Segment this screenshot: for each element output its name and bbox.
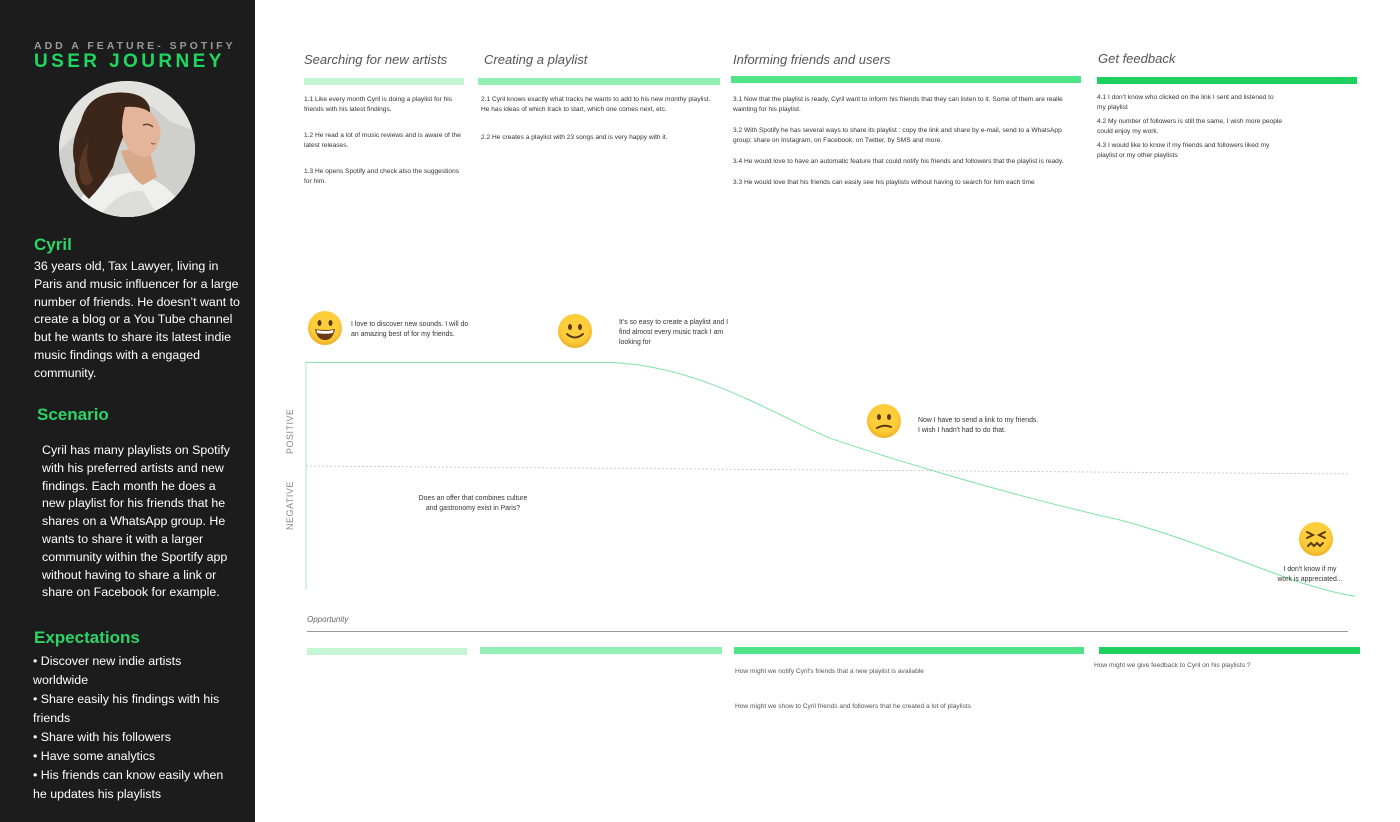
phase-title-searching: Searching for new artists — [304, 52, 448, 67]
emotion-text-1: I love to discover new sounds. I will do… — [351, 321, 469, 338]
phase-note: 2.1 Cyril knows exactly what tracks he w… — [481, 96, 711, 113]
phase-notes-creating: 2.1 Cyril knows exactly what tracks he w… — [481, 95, 717, 154]
phase-note: 4.2 My number of followers is still the … — [1097, 118, 1283, 135]
opportunity-bar-informing — [734, 647, 1084, 654]
header-kicker: ADD A FEATURE- SPOTIFY — [34, 40, 236, 52]
opportunity-label: Opportunity — [307, 615, 349, 624]
list-item: • Share with his followers — [33, 730, 171, 744]
expectations-list: • Discover new indie artists worldwide •… — [33, 652, 238, 804]
phase-notes-feedback: 4.1 I don’t know who clicked on the link… — [1097, 93, 1283, 172]
phase-note: 3.3 He would love that his friends can e… — [733, 179, 1035, 186]
phase-title-creating: Creating a playlist — [484, 52, 588, 67]
phase-note: 3.1 Now that the playlist is ready, Cyri… — [733, 96, 1063, 113]
persona-bio: 36 years old, Tax Lawyer, living in Pari… — [34, 259, 240, 380]
phase-bar-searching — [304, 78, 464, 85]
phase-note: 1.3 He opens Spotify and check also the … — [304, 168, 460, 185]
phase-title-feedback: Get feedback — [1098, 51, 1176, 66]
phase-note: 2.2 He creates a playlist with 23 songs … — [481, 134, 668, 141]
phase-notes-informing: 3.1 Now that the playlist is ready, Cyri… — [733, 95, 1079, 199]
grin-face-icon — [308, 311, 342, 345]
persona-sidebar: ADD A FEATURE- SPOTIFY USER JOURNEY Cyri… — [0, 0, 255, 822]
page-title: USER JOURNEY — [34, 51, 225, 72]
emotion-curve — [306, 361, 1356, 597]
phase-note: 4.3 I would like to know if my friends a… — [1097, 142, 1270, 159]
phase-notes-searching: 1.1 Like every month Cyril is doing a pl… — [304, 95, 464, 198]
emotion-text-3: Now I have to send a link to my friends.… — [918, 417, 1039, 434]
list-item: • His friends can know easily when he up… — [33, 768, 224, 801]
phase-bar-feedback — [1097, 77, 1357, 84]
opportunity-bar-searching — [307, 648, 467, 655]
expectations-heading: Expectations — [34, 628, 140, 647]
phase-bar-informing — [731, 76, 1081, 83]
axis-label-positive: POSITIVE — [285, 408, 295, 454]
smile-face-icon — [558, 314, 592, 348]
opportunity-item: How might we notify Cyril's friends that… — [735, 668, 924, 675]
opportunity-bar-creating — [480, 647, 722, 654]
phase-note: 3.4 He would love to have an automatic f… — [733, 158, 1064, 165]
avatar-portrait-icon — [59, 81, 195, 217]
phase-note: 1.2 He read a lot of music reviews and i… — [304, 132, 461, 149]
list-item: • Discover new indie artists worldwide — [33, 654, 182, 687]
list-item: • Share easily his findings with his fri… — [33, 692, 220, 725]
emotion-text-2: It’s so easy to create a playlist and I … — [619, 319, 729, 346]
opportunity-bar-feedback — [1099, 647, 1360, 654]
neutral-line — [305, 465, 1351, 475]
phase-bar-creating — [478, 78, 720, 85]
emotion-text-4: I don't know if my work is appreciated..… — [1277, 566, 1343, 583]
stray-note: Does an offer that combines culture and … — [418, 495, 528, 512]
opportunity-divider — [307, 631, 1348, 632]
scenario-heading: Scenario — [37, 405, 109, 424]
persona-name: Cyril — [34, 235, 72, 254]
list-item: • Have some analytics — [33, 749, 156, 763]
opportunity-item: How might we give feedback to Cyril on h… — [1094, 662, 1251, 669]
opportunity-item: How might we show to Cyril friends and f… — [735, 703, 972, 710]
confounded-face-icon — [1299, 522, 1333, 556]
axis-label-negative: NEGATIVE — [285, 481, 295, 530]
phase-title-informing: Informing friends and users — [733, 52, 891, 67]
phase-note: 3.2 With Spotify he has several ways to … — [733, 127, 1062, 144]
confused-face-icon — [867, 404, 901, 438]
phase-note: 4.1 I don’t know who clicked on the link… — [1097, 94, 1274, 111]
scenario-text: Cyril has many playlists on Spotify with… — [42, 443, 230, 600]
avatar — [59, 81, 195, 217]
phase-note: 1.1 Like every month Cyril is doing a pl… — [304, 96, 453, 113]
